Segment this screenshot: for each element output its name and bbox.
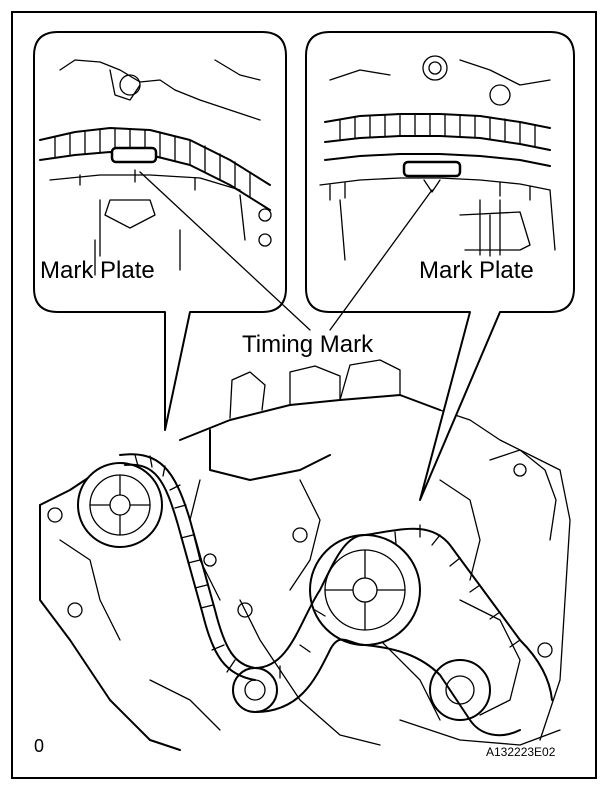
engine-illustration	[39, 359, 571, 751]
corner-mark: 0	[34, 736, 44, 756]
left-mark-plate-label: Mark Plate	[40, 257, 155, 284]
timing-mark-label: Timing Mark	[242, 331, 374, 358]
left-callout-outline	[33, 31, 287, 431]
right-detail-drawing	[319, 55, 556, 261]
timing-mark-leaders	[139, 171, 433, 331]
right-mark-plate-label: Mark Plate	[419, 257, 534, 284]
left-callout: Mark Plate	[33, 31, 287, 431]
right-callout: Mark Plate	[305, 31, 575, 501]
left-mark-plate	[110, 146, 158, 164]
figure-id: A132223E02	[486, 745, 556, 759]
right-mark-plate	[402, 160, 462, 178]
right-callout-outline	[305, 31, 575, 501]
left-detail-drawing	[39, 59, 272, 276]
